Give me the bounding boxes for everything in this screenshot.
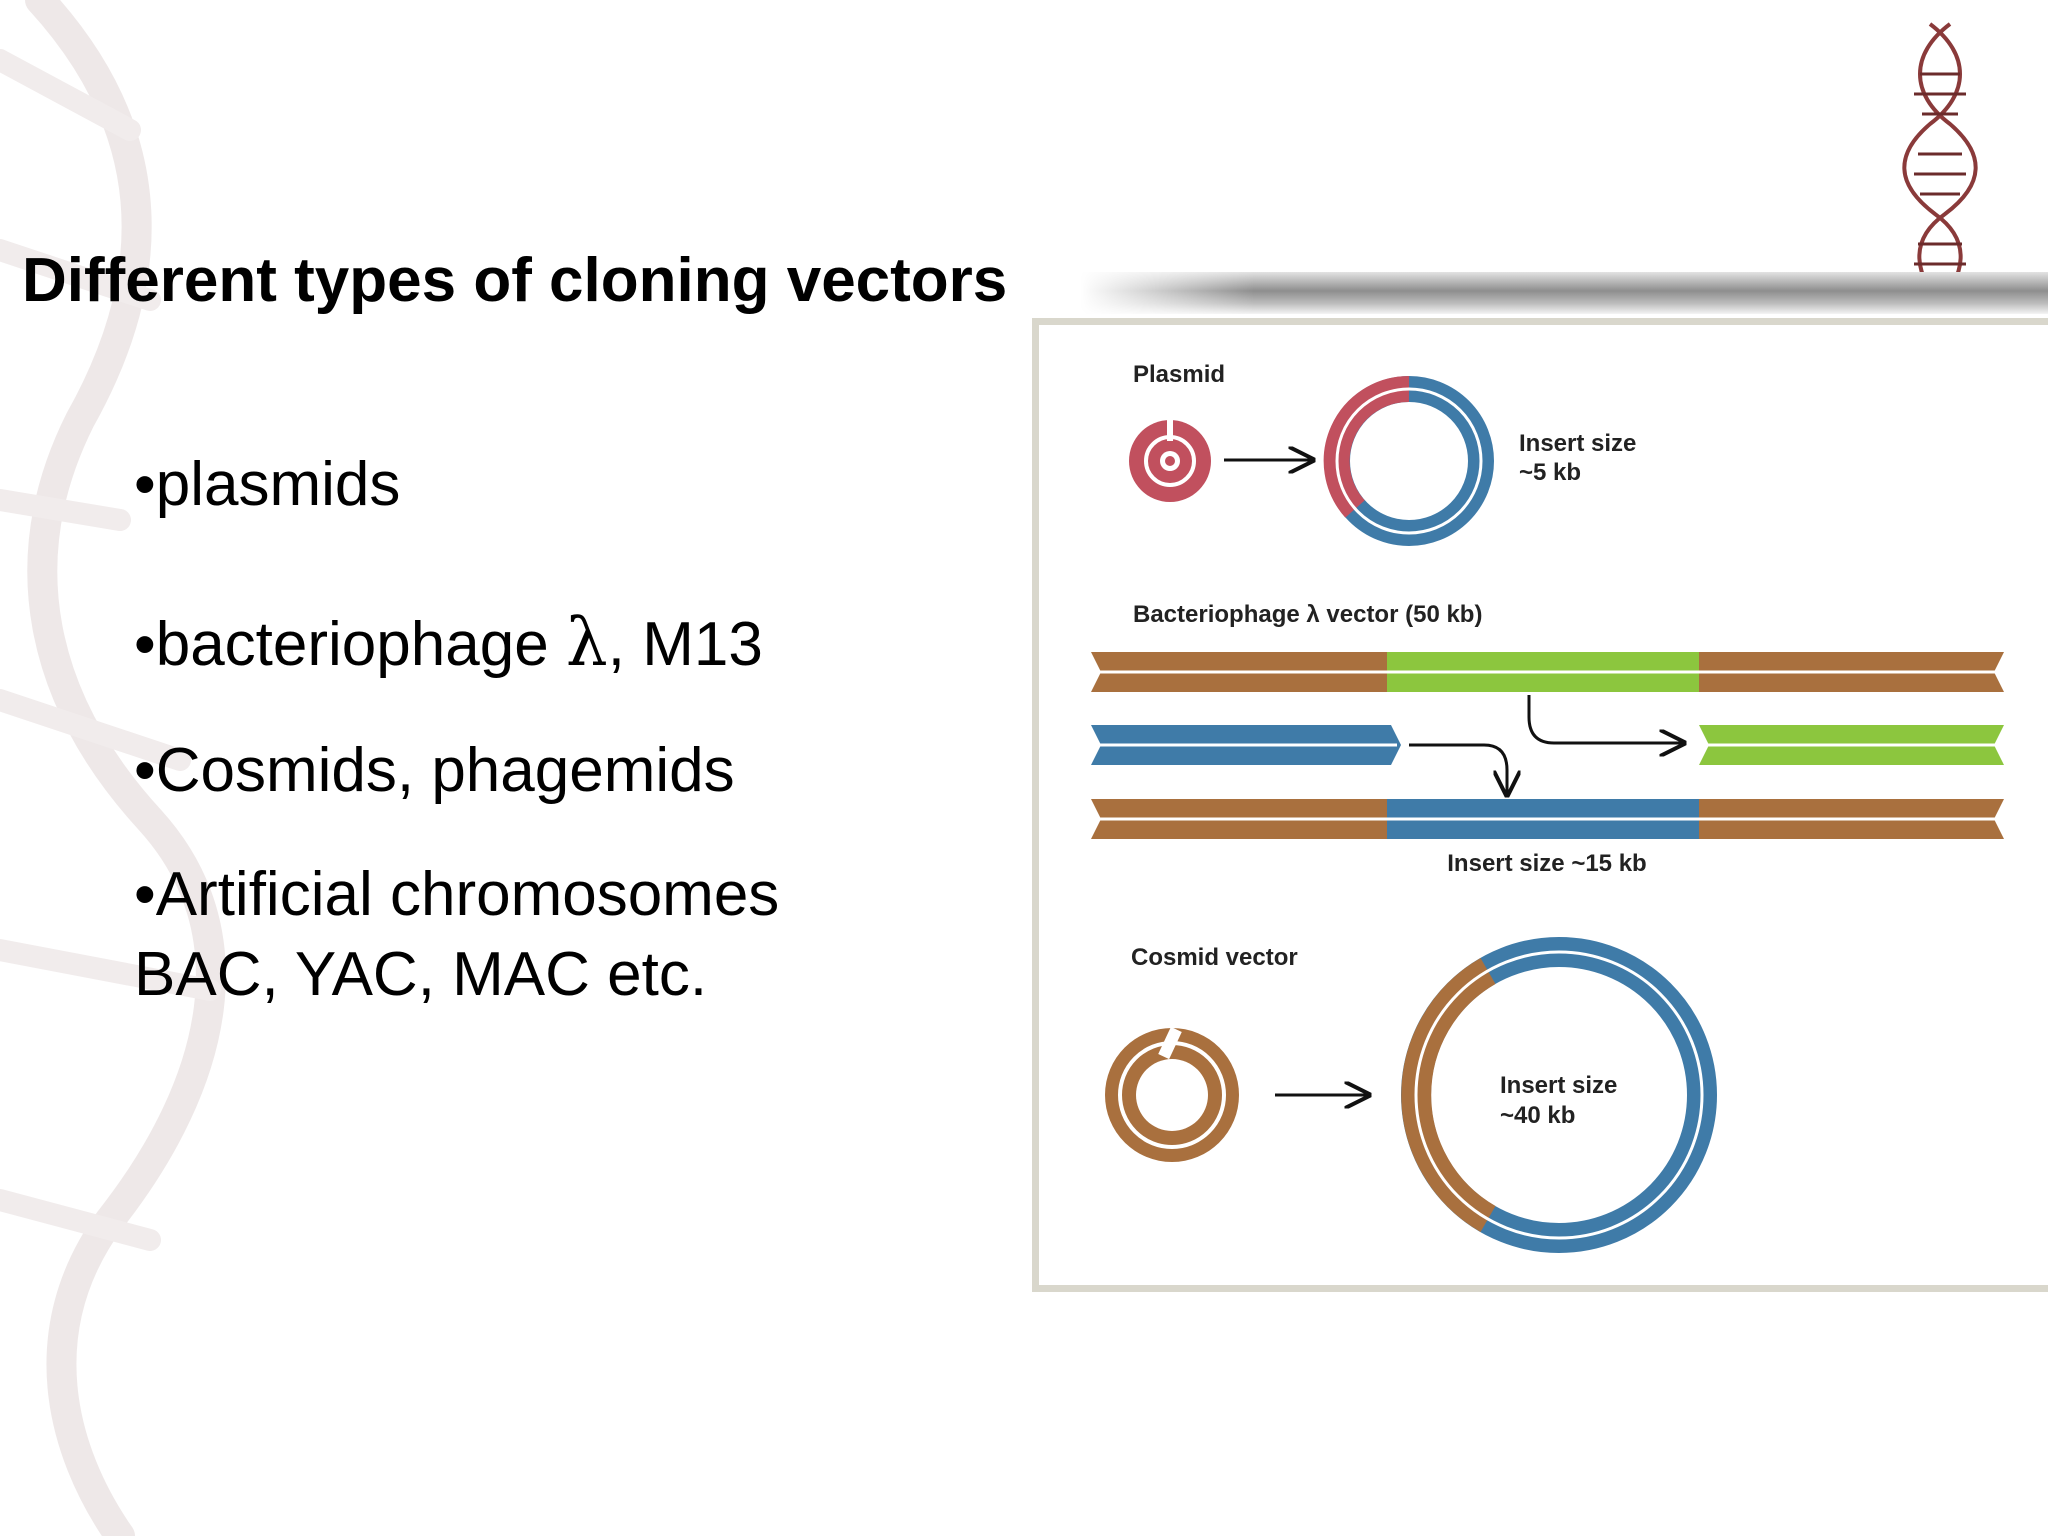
plasmid-heading: Plasmid: [1133, 361, 1225, 388]
lambda-heading: Bacteriophage λ vector (50 kb): [1133, 601, 1482, 628]
cosmid-heading: Cosmid vector: [1131, 944, 1298, 971]
recombinant-plasmid-ring: [1323, 375, 1494, 546]
stuffer-fragment: [1699, 725, 2004, 765]
arrow-right-icon: [1527, 695, 1684, 743]
bullet-bacteriophage: •bacteriophage λ, M13: [134, 604, 763, 684]
recombinant-lambda-bar: [1091, 799, 2004, 839]
arrow-down-icon: [1409, 743, 1507, 795]
small-plasmid-icon: [1129, 419, 1211, 502]
plasmid-insert-label-line1: Insert size: [1519, 430, 1636, 457]
bullet-cosmids: •Cosmids, phagemids: [134, 736, 735, 805]
bullet-artificial-chromosomes-examples: BAC, YAC, MAC etc.: [134, 940, 708, 1009]
cosmid-insert-label-line1: Insert size: [1500, 1072, 1617, 1099]
cosmid-insert-label-line2: ~40 kb: [1500, 1102, 1575, 1129]
background-helix-decoration: [0, 0, 226, 1536]
bullet-plasmids: •plasmids: [134, 450, 401, 519]
recombinant-cosmid-ring: [1401, 937, 1717, 1253]
vector-diagram: Plasmid Insert size ~5 kb Bacteriophage …: [1091, 361, 2004, 1253]
dna-helix-icon: [1902, 22, 1978, 314]
bullet-artificial-chromosomes: •Artificial chromosomes: [134, 860, 780, 929]
plasmid-insert-label-line2: ~5 kb: [1519, 459, 1581, 486]
insert-dna-fragment: [1091, 725, 1401, 765]
lambda-symbol: λ: [565, 604, 608, 681]
title-divider-bar: [1080, 272, 2048, 314]
bullet-bacteriophage-text: •bacteriophage: [134, 610, 566, 679]
small-cosmid-icon: [1105, 1026, 1239, 1162]
vector-diagram-panel: Plasmid Insert size ~5 kb Bacteriophage …: [1032, 318, 2048, 1292]
lambda-genome-bar: [1091, 652, 2004, 692]
bullet-bacteriophage-suffix: , M13: [607, 610, 763, 679]
slide-title: Different types of cloning vectors: [22, 246, 1008, 315]
lambda-insert-label: Insert size ~15 kb: [1447, 850, 1646, 877]
